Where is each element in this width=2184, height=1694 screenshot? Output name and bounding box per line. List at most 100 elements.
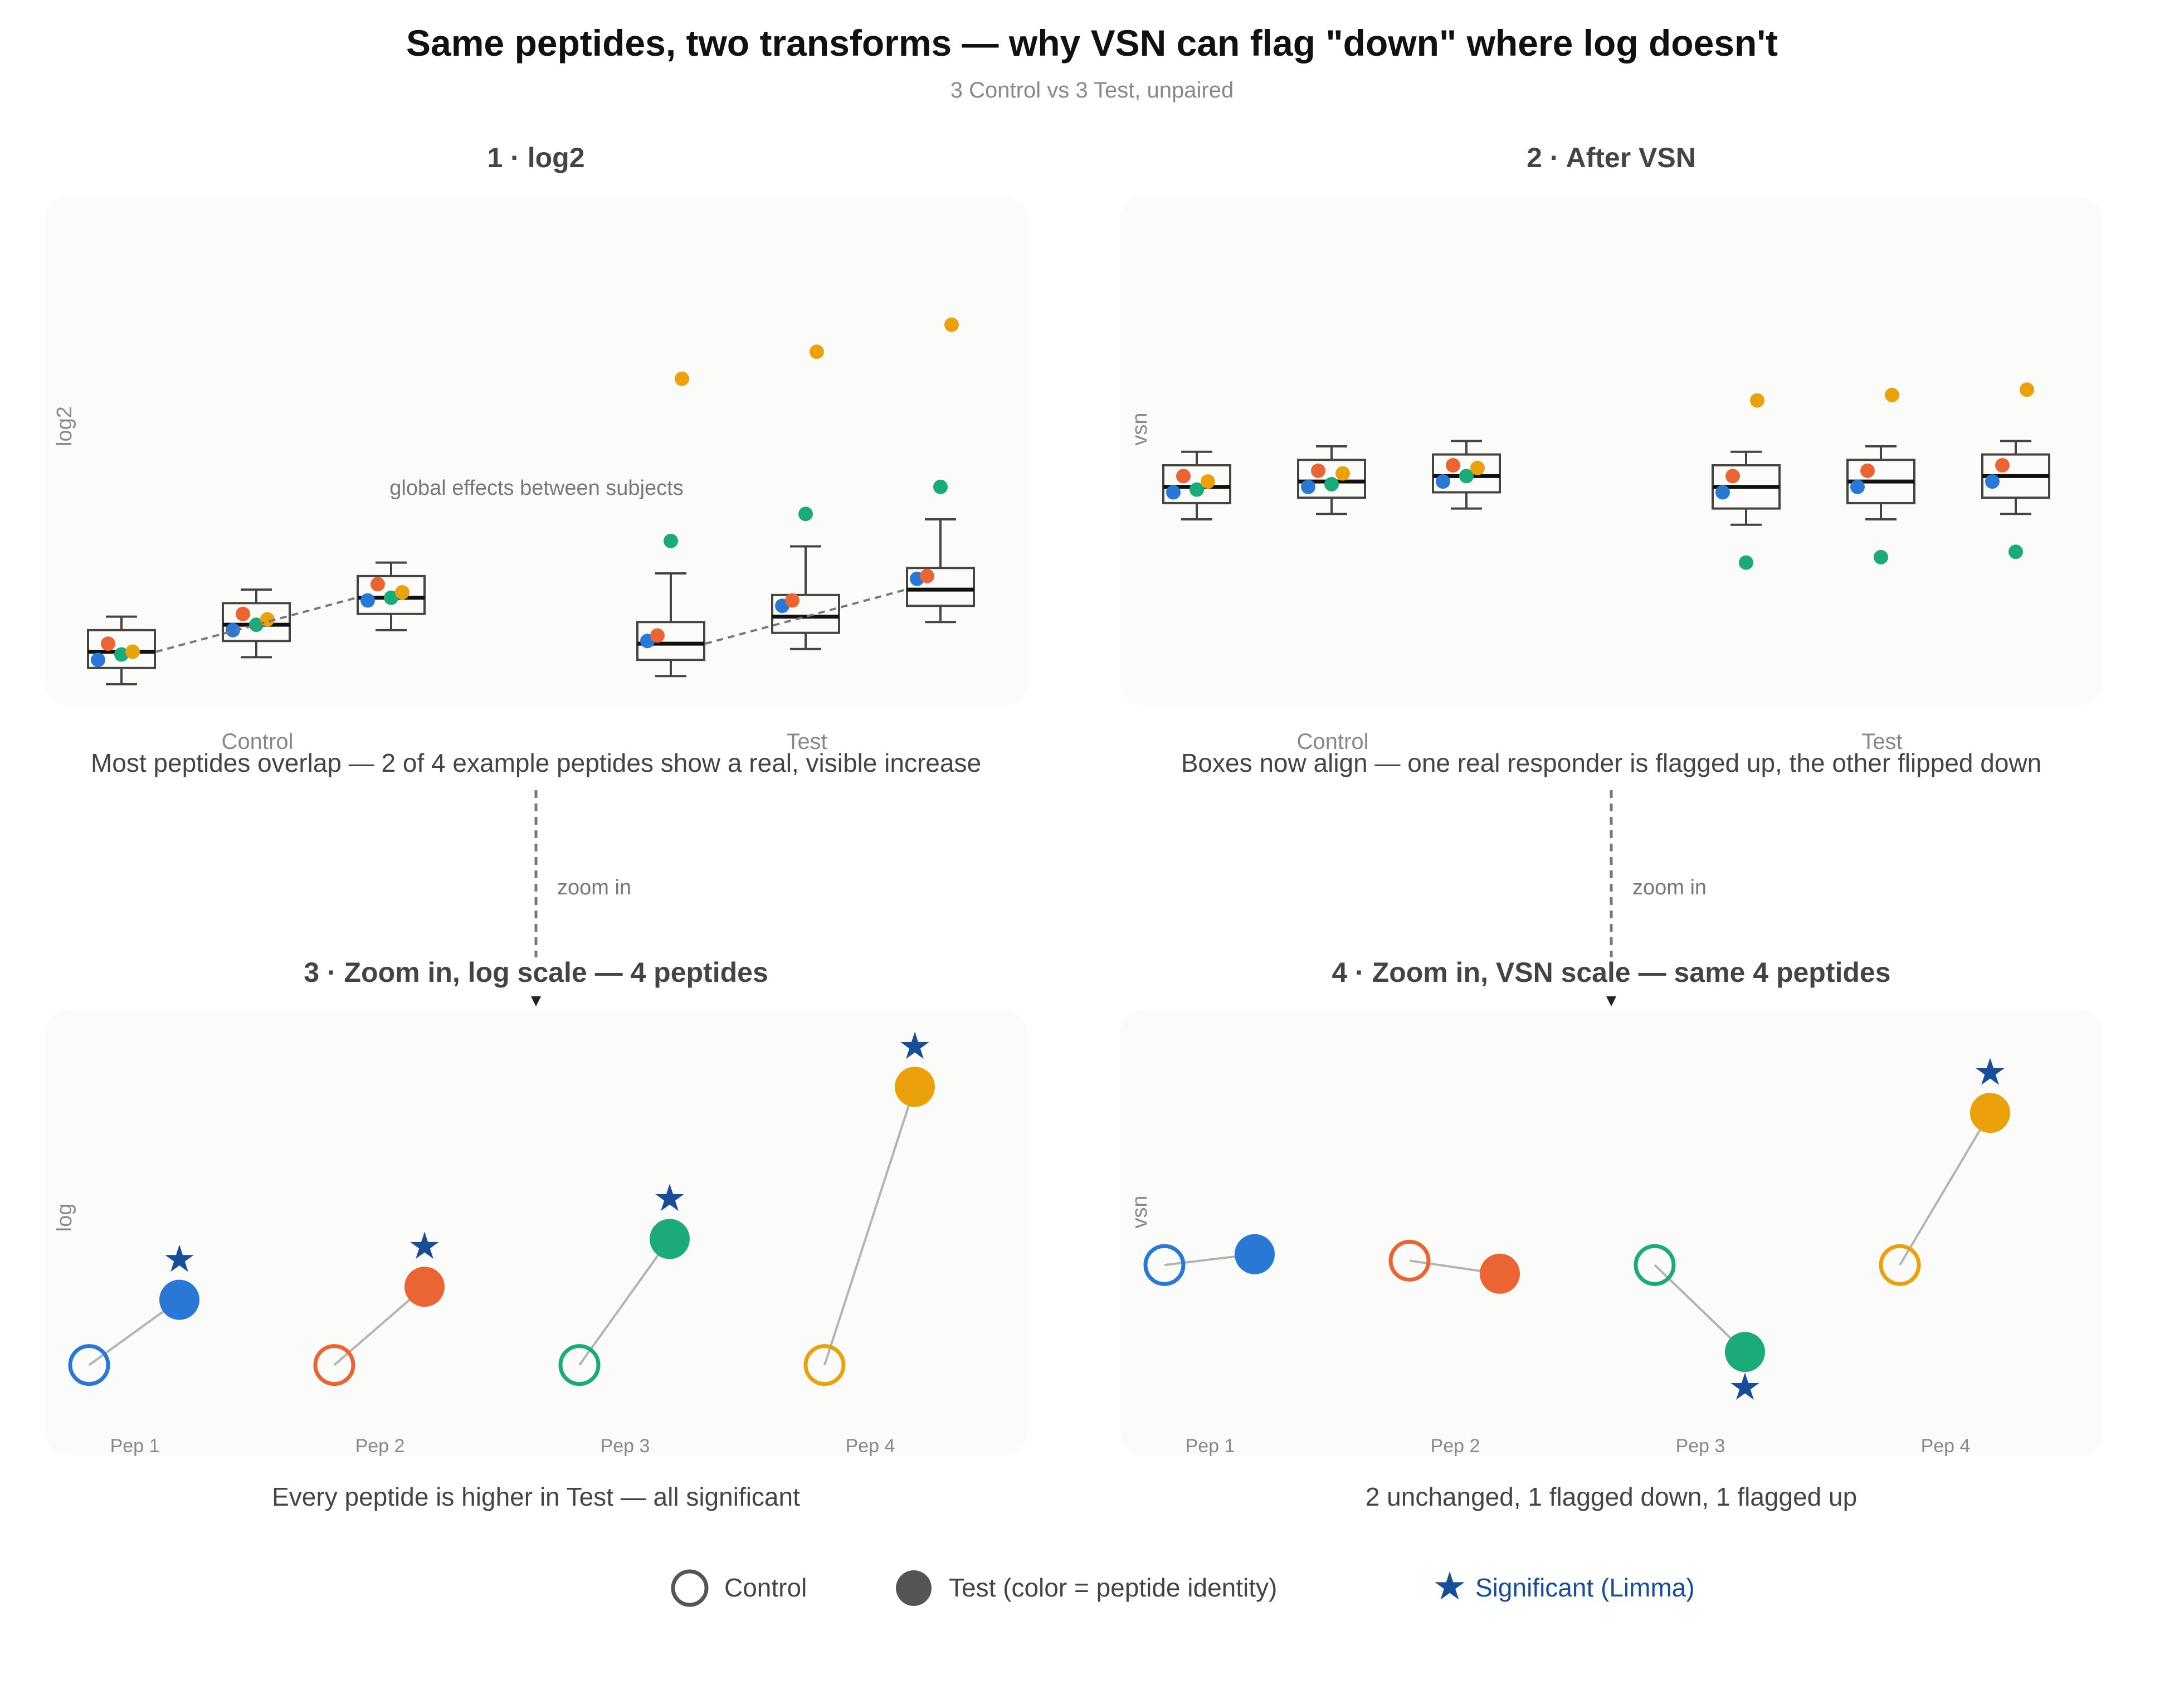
- pep-1-point: [1850, 479, 1865, 494]
- pep-1-point: [226, 622, 240, 637]
- panel1-ylabel: log2: [53, 406, 76, 446]
- paired-connector: [578, 1238, 671, 1366]
- box-iqr: [636, 621, 705, 661]
- panel1-plot: [87, 317, 975, 685]
- test-marker: [895, 1067, 935, 1107]
- panel2-ylabel: vsn: [1128, 412, 1152, 445]
- pep-4-point: [1201, 474, 1215, 489]
- pep-4-point: [810, 344, 824, 359]
- paired-connector: [1899, 1112, 1991, 1266]
- pep-4-point: [944, 317, 959, 332]
- control-marker: [803, 1344, 846, 1386]
- panel3-title: 3 · Zoom in, log scale — 4 peptides: [304, 957, 768, 988]
- panel2-group-test-label: Test: [1861, 729, 1902, 754]
- pep-3-point: [114, 647, 129, 662]
- panel1-background: [45, 196, 1028, 706]
- pep-3-point: [1324, 476, 1339, 491]
- pep-3-point: [384, 590, 398, 605]
- pep-2-point: [1860, 463, 1875, 478]
- pep-4-point: [1470, 460, 1485, 475]
- legend-test-label: Test (color = peptide identity): [949, 1573, 1277, 1602]
- pep-4-point: [125, 644, 140, 659]
- pep-2-point: [1725, 469, 1740, 484]
- test-marker: [1480, 1253, 1520, 1294]
- figure-title: Same peptides, two transforms — why VSN …: [406, 22, 1778, 64]
- pep-3-point: [1190, 482, 1204, 497]
- pep-2-point: [101, 636, 115, 651]
- control-marker: [1634, 1244, 1676, 1286]
- pep-3-point: [798, 507, 813, 522]
- p3-pep-1: Pep 1: [68, 1244, 199, 1457]
- peptide-label: Pep 4: [846, 1435, 895, 1457]
- peptide-label: Pep 2: [355, 1435, 405, 1457]
- test-marker: [1725, 1332, 1765, 1372]
- test-marker: [1235, 1234, 1275, 1274]
- legend-test-marker: [896, 1570, 932, 1606]
- control-marker: [1879, 1244, 1921, 1286]
- p2-box-1: [1162, 450, 1231, 520]
- pep-3-point: [1459, 469, 1474, 484]
- box-iqr: [771, 593, 840, 634]
- figure-subtitle: 3 Control vs 3 Test, unpaired: [950, 78, 1234, 103]
- panel2-background: [1120, 196, 2103, 706]
- pep-4-point: [2020, 382, 2034, 397]
- pep-1-point: [1436, 474, 1450, 489]
- pep-1-point: [1301, 479, 1315, 494]
- pep-3-point: [1874, 549, 1888, 564]
- pep-1-point: [360, 593, 375, 608]
- p4-pep-1: Pep 1: [1143, 1234, 1275, 1457]
- zoom-connector-left: zoom in: [531, 790, 631, 1006]
- box-iqr: [1432, 453, 1501, 494]
- control-marker: [1143, 1244, 1186, 1286]
- p2-box-3: [1432, 440, 1501, 510]
- zoom-arrow-right: [1606, 996, 1616, 1006]
- pep-3-point: [933, 479, 948, 494]
- panel1-group-control-label: Control: [222, 729, 294, 754]
- pep-3-point: [1739, 555, 1753, 570]
- panel2-caption: Boxes now align — one real responder is …: [1181, 748, 2042, 777]
- pep-1-point: [1715, 485, 1730, 500]
- pep-1-point: [91, 653, 105, 668]
- pep-3-point: [664, 533, 678, 548]
- test-marker: [159, 1279, 199, 1320]
- panel2-group-control-label: Control: [1297, 729, 1369, 754]
- p1-box-6: [906, 317, 975, 624]
- pep-1-point: [1166, 485, 1181, 500]
- control-marker: [68, 1344, 110, 1386]
- peptide-label: Pep 1: [110, 1435, 160, 1457]
- p2-box-5: [1846, 387, 1915, 564]
- pep-4-point: [1750, 393, 1764, 408]
- box-iqr: [1297, 459, 1366, 499]
- p3-pep-3: Pep 3: [558, 1184, 690, 1457]
- p4-pep-3: Pep 3: [1634, 1244, 1765, 1457]
- pep-2-point: [236, 606, 250, 621]
- pep-4-point: [675, 371, 689, 386]
- pep-2-point: [370, 577, 385, 592]
- pep-2-point: [650, 628, 665, 643]
- p2-box-4: [1712, 393, 1781, 570]
- control-marker: [313, 1344, 355, 1386]
- pep-2-point: [1995, 458, 2010, 473]
- pep-3-point: [2008, 544, 2023, 559]
- peptide-label: Pep 3: [1676, 1435, 1725, 1457]
- panel1-group-test-label: Test: [786, 729, 827, 754]
- legend-control-label: Control: [724, 1573, 807, 1602]
- control-marker: [558, 1344, 601, 1386]
- pep-4-point: [395, 585, 410, 600]
- panel1-title: 1 · log2: [487, 142, 584, 173]
- peptide-label: Pep 1: [1186, 1435, 1235, 1457]
- p1-box-4: [636, 371, 705, 678]
- control-marker: [1388, 1239, 1431, 1282]
- p3-pep-4: Pep 4: [803, 1031, 935, 1457]
- pep-3-point: [249, 617, 264, 632]
- panel2-plot: [1162, 382, 2050, 570]
- panel4-caption: 2 unchanged, 1 flagged down, 1 flagged u…: [1366, 1482, 1857, 1511]
- legend-significant-star-icon: [1435, 1571, 1465, 1600]
- legend: Control Test (color = peptide identity) …: [671, 1569, 1695, 1607]
- panel3-caption: Every peptide is higher in Test — all si…: [272, 1482, 800, 1511]
- pep-2-point: [920, 568, 934, 583]
- p1-box-5: [771, 344, 840, 650]
- p2-box-6: [1981, 382, 2050, 559]
- peptide-label: Pep 4: [1921, 1435, 1971, 1457]
